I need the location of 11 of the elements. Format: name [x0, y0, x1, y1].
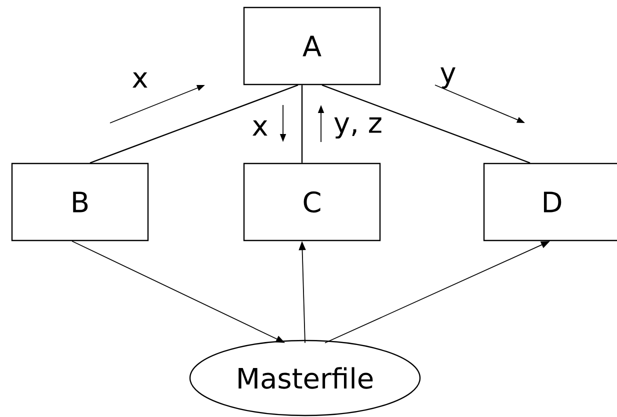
connector-line [322, 84, 530, 164]
process-box: B [11, 162, 149, 242]
flow-label: y, z [334, 117, 382, 139]
flow-label: y [440, 67, 456, 89]
flow-label: x [252, 120, 268, 136]
process-box: D [483, 162, 617, 242]
connector-line [90, 84, 298, 164]
flow-label: x [132, 72, 148, 88]
process-box: C [243, 162, 381, 242]
connector-line [301, 85, 303, 163]
process-box: A [243, 6, 381, 86]
